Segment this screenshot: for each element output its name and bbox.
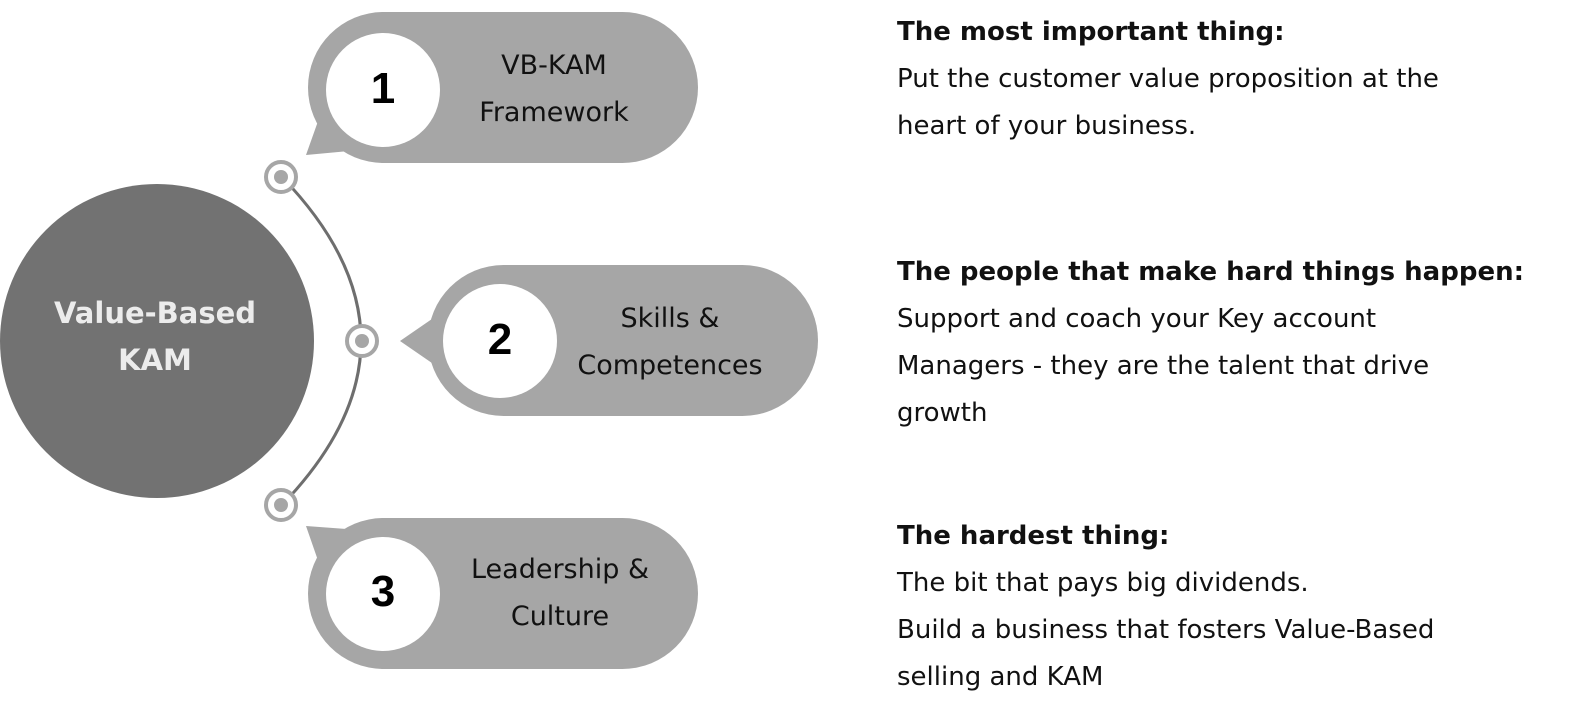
step-3-label-line1: Leadership & <box>470 554 650 585</box>
step-3-label: Leadership & Culture <box>440 546 680 640</box>
description-1-line: Put the customer value proposition at th… <box>897 64 1439 94</box>
description-3-line: Build a business that fosters Value-Base… <box>897 615 1435 645</box>
step-1-label: VB-KAM Framework <box>434 42 674 136</box>
step-3-bubble <box>306 518 698 669</box>
description-2-line: Support and coach your Key account <box>897 304 1377 334</box>
description-3-line: selling and KAM <box>897 662 1104 692</box>
step-1-bubble <box>306 12 698 163</box>
description-3-heading: The hardest thing: <box>897 521 1170 551</box>
description-1-heading: The most important thing: <box>897 17 1285 47</box>
step-1-number: 1 <box>370 64 396 113</box>
step-3-number: 3 <box>370 567 396 616</box>
step-2-number: 2 <box>487 315 513 364</box>
step-2-label: Skills & Competences <box>550 295 790 389</box>
node-2-icon <box>345 324 379 358</box>
description-3-line: The bit that pays big dividends. <box>897 568 1309 598</box>
node-1-icon <box>264 160 298 194</box>
step-1-label-line2: Framework <box>479 97 629 128</box>
description-2: The people that make hard things happen:… <box>897 249 1567 437</box>
hub-circle <box>0 184 314 498</box>
description-1-line: heart of your business. <box>897 111 1197 141</box>
hub-label: Value-Based KAM <box>0 290 310 384</box>
hub-label-line2: KAM <box>118 343 192 377</box>
node-3-icon <box>264 488 298 522</box>
step-2-label-line1: Skills & <box>620 303 720 334</box>
step-2-label-line2: Competences <box>577 350 763 381</box>
step-3-label-line2: Culture <box>510 601 610 632</box>
hub-label-line1: Value-Based <box>53 296 257 330</box>
step-2-bubble <box>400 265 818 416</box>
description-2-line: Managers - they are the talent that driv… <box>897 351 1430 381</box>
step-1-label-line1: VB-KAM <box>501 50 607 81</box>
description-2-heading: The people that make hard things happen: <box>897 257 1524 287</box>
description-2-line: growth <box>897 398 988 428</box>
description-3: The hardest thing: The bit that pays big… <box>897 513 1567 701</box>
description-1: The most important thing: Put the custom… <box>897 9 1567 150</box>
